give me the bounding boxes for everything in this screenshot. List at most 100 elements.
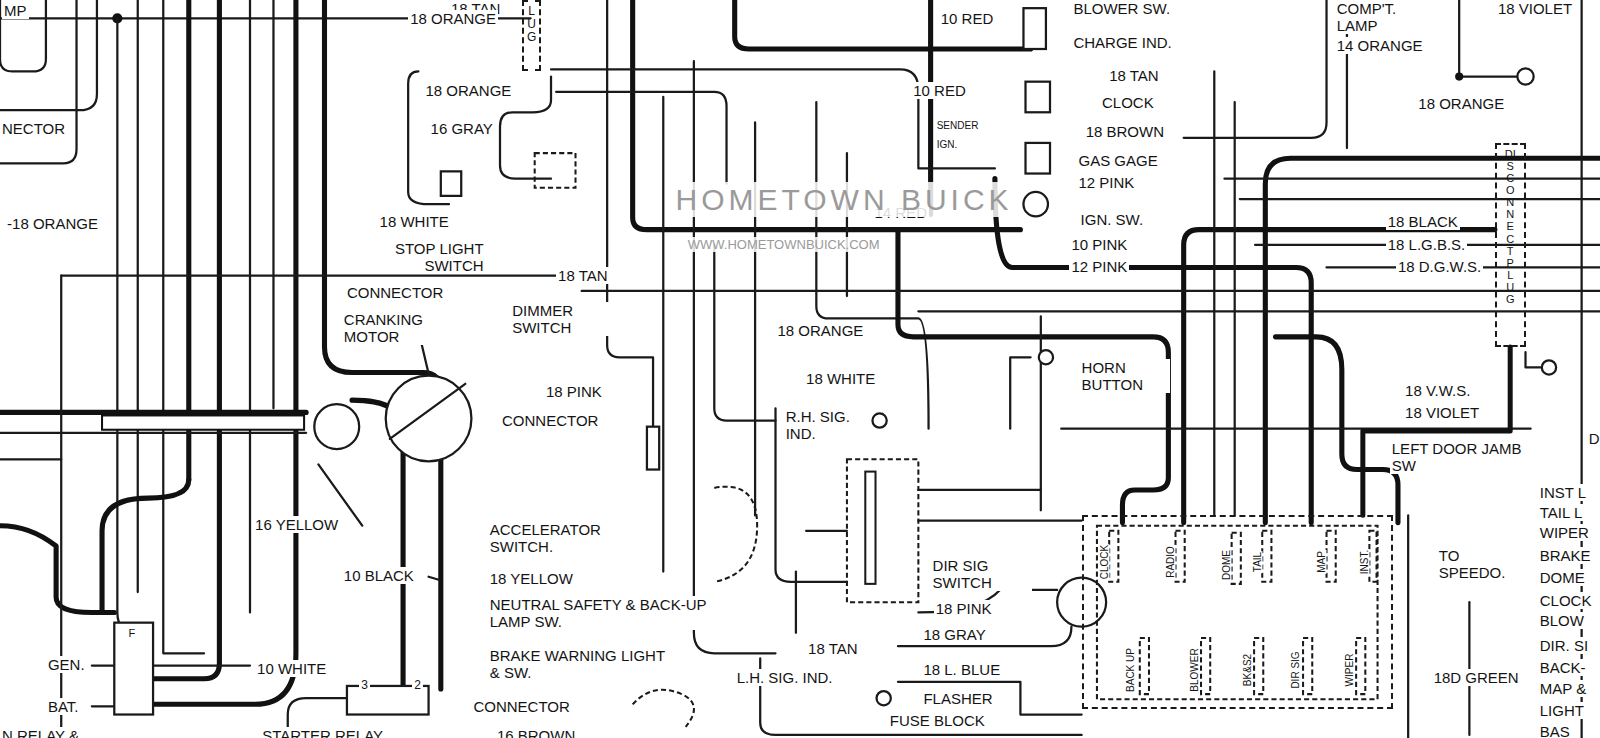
wire-label: 12 PINK bbox=[1077, 174, 1137, 191]
fuse bbox=[1109, 531, 1118, 582]
wire bbox=[918, 519, 1081, 521]
wire bbox=[1224, 178, 1600, 180]
wire-label: INST L bbox=[1538, 484, 1588, 501]
wire-label: 10 BLACK bbox=[342, 567, 416, 584]
wire bbox=[117, 18, 153, 632]
dimmer-switch-symbol bbox=[535, 153, 576, 188]
splice-dot bbox=[1455, 72, 1463, 80]
wire-label: 18 ORANGE bbox=[776, 322, 866, 339]
wire-label: 18 ORANGE bbox=[408, 10, 498, 27]
wire bbox=[662, 97, 664, 572]
wire-label: CONNECTOR bbox=[471, 698, 571, 715]
plug-label: DISCONNECT PLUG bbox=[1505, 145, 1516, 305]
fuse bbox=[1356, 638, 1365, 694]
wire bbox=[714, 245, 775, 421]
wire-label: DIR SIG SWITCH bbox=[931, 557, 1032, 591]
wire bbox=[272, 0, 274, 408]
wire-label: BACK- bbox=[1538, 659, 1588, 676]
wire-label: CONNECTOR bbox=[345, 284, 445, 301]
wire bbox=[806, 530, 847, 532]
wire-label: SENDER bbox=[935, 120, 981, 132]
wire-label: 18 ORANGE bbox=[1416, 95, 1506, 112]
wire bbox=[582, 290, 1600, 292]
fuse-label: BLOWER bbox=[1188, 648, 1199, 693]
wire-label: 18 PINK bbox=[544, 383, 604, 400]
fuse-label: TAIL bbox=[1252, 551, 1263, 573]
wire-label: CLOCK bbox=[1538, 592, 1594, 609]
fuse bbox=[1232, 533, 1241, 584]
wire bbox=[137, 0, 139, 592]
switch-contacts bbox=[865, 472, 875, 584]
wire-label: LEFT DOOR JAMB SW bbox=[1390, 440, 1532, 474]
wire-label: N RELAY & bbox=[0, 727, 81, 738]
wire bbox=[92, 705, 114, 707]
wire-label: F bbox=[127, 627, 138, 640]
wire-label: COMP'T. LAMP bbox=[1335, 0, 1416, 34]
wire-label: 18 L. BLUE bbox=[921, 661, 1002, 678]
wire-label: NEUTRAL SAFETY & BACK-UP LAMP SW. bbox=[488, 596, 732, 630]
clock-symbol bbox=[1026, 82, 1050, 113]
wire-label: 18 D.G.W.S. bbox=[1396, 258, 1483, 275]
wire-label: FUSE BLOCK bbox=[888, 712, 987, 729]
wire bbox=[324, 0, 440, 689]
fuse-label: INST. bbox=[1359, 549, 1370, 575]
wire bbox=[1184, 230, 1495, 523]
wire bbox=[694, 61, 776, 653]
ignition-switch-symbol bbox=[1023, 192, 1047, 216]
arrow bbox=[390, 384, 466, 439]
wire-label: 10 PINK bbox=[1069, 236, 1129, 253]
wire-label: 18 TAN bbox=[806, 640, 859, 657]
wire-label: TAIL L bbox=[1538, 504, 1585, 521]
indicator-lamp bbox=[877, 691, 891, 705]
watermark: WWW.HOMETOWNBUICK.COM bbox=[686, 237, 882, 252]
wire bbox=[607, 0, 653, 429]
harness-wire bbox=[1363, 347, 1510, 515]
wire-label: STARTER RELAY bbox=[260, 727, 385, 738]
wire-label: 2 bbox=[412, 678, 423, 692]
wire-label: 16 YELLOW bbox=[253, 516, 340, 533]
wire bbox=[1526, 352, 1541, 367]
wire bbox=[556, 92, 726, 184]
wire bbox=[163, 0, 204, 653]
wire-label: 18 WHITE bbox=[378, 213, 451, 230]
fuse bbox=[1369, 531, 1376, 582]
wire bbox=[0, 432, 306, 434]
wire-label: FLASHER bbox=[921, 690, 994, 707]
horn-button-symbol bbox=[1039, 350, 1053, 364]
fuse-label: BACK UP bbox=[1124, 647, 1135, 693]
wire-label: 18 WHITE bbox=[804, 370, 877, 387]
wire-label: CHARGE IND. bbox=[1071, 34, 1173, 51]
fuse-label: WIPER bbox=[1343, 653, 1354, 688]
wire bbox=[898, 682, 1082, 715]
wire bbox=[795, 572, 797, 633]
wire-label: STOP LIGHT SWITCH bbox=[369, 240, 485, 274]
wire bbox=[186, 0, 191, 480]
solenoid-symbol bbox=[314, 404, 359, 449]
indicator-lamp bbox=[872, 413, 886, 427]
fuse bbox=[1254, 638, 1263, 694]
wire-label: CONNECTOR bbox=[500, 412, 600, 429]
wire bbox=[0, 458, 61, 460]
wire-label: 10 WHITE bbox=[255, 660, 328, 677]
wire bbox=[918, 310, 1600, 312]
wire bbox=[735, 0, 1031, 49]
wire bbox=[153, 664, 250, 666]
wire-label: DOME bbox=[1538, 569, 1587, 586]
connector-symbol bbox=[647, 427, 659, 470]
wire bbox=[0, 0, 97, 110]
fuse-block-inner bbox=[1097, 526, 1378, 700]
wire-label: BAT. bbox=[46, 698, 81, 715]
wire-label: CLOCK bbox=[1100, 94, 1156, 111]
fuse-block: CLOCKRADIODOMETAILMAPINST.BACK UPBLOWERB… bbox=[1082, 515, 1393, 709]
wire-label: 16 GRAY bbox=[429, 120, 495, 137]
fuse bbox=[1176, 531, 1185, 582]
fuse bbox=[1201, 638, 1210, 694]
watermark: HOMETOWN BUICK bbox=[673, 182, 1014, 217]
cranking-motor-symbol bbox=[386, 376, 472, 462]
wire-label: D bbox=[1587, 430, 1600, 447]
wire-label: TO SPEEDO. bbox=[1437, 547, 1518, 581]
disconnect-plug: DISCONNECT PLUG bbox=[1495, 143, 1526, 347]
wire-label: MP bbox=[2, 2, 29, 19]
wire-label: 18D GREEN bbox=[1432, 669, 1521, 686]
